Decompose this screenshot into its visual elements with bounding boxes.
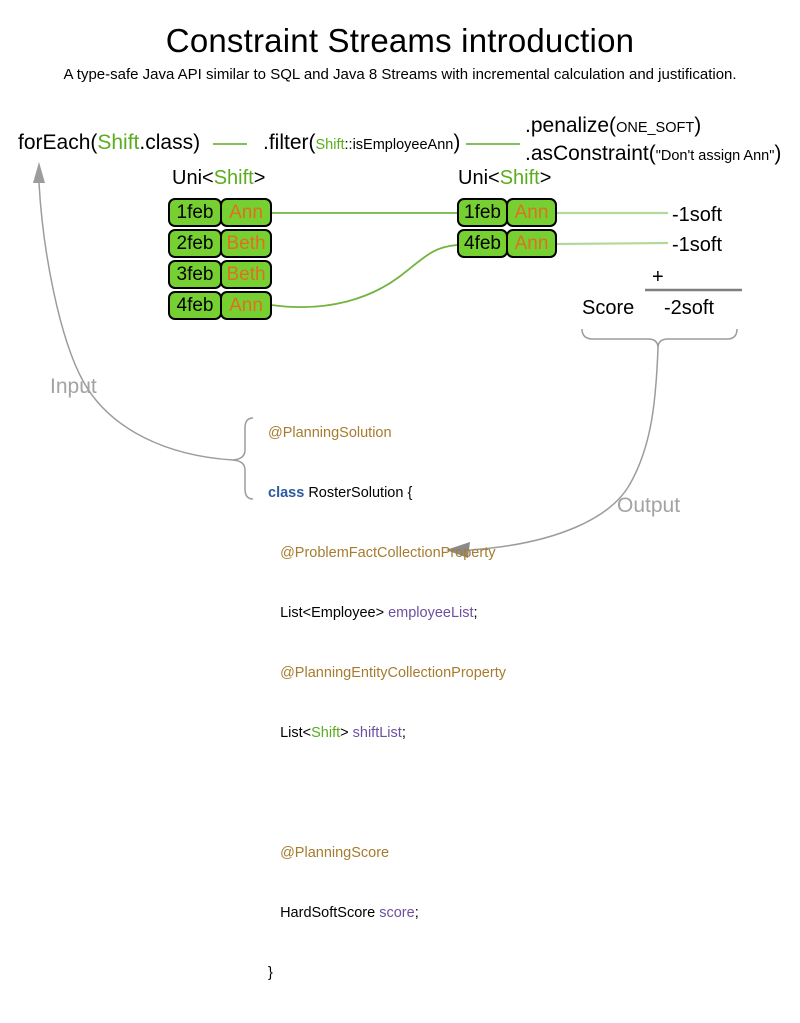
output-arrowhead-icon	[446, 542, 470, 558]
code-line: }	[268, 963, 506, 983]
right-table-row-2: 4feb Ann	[457, 229, 557, 258]
right-header-type: Shift	[499, 167, 540, 189]
name-cell: Ann	[220, 198, 272, 227]
employee-list-type: List<Employee>	[268, 605, 389, 621]
date-cell: 4feb	[168, 291, 222, 320]
code-line: @PlanningScore	[268, 843, 506, 863]
left-table-row-1: 1feb Ann	[168, 198, 272, 227]
class-name: RosterSolution {	[304, 485, 413, 501]
penalty-value-1: -1soft	[672, 204, 723, 226]
code-line: @ProblemFactCollectionProperty	[268, 543, 506, 563]
penalty-line-2	[556, 241, 669, 246]
input-arrowhead-icon	[33, 162, 45, 183]
filter-post: )	[453, 131, 461, 154]
diagram-graphics	[33, 143, 742, 558]
name-cell: Ann	[220, 291, 272, 320]
employee-list-field: employeeList	[388, 605, 474, 621]
left-table-header: Uni<Shift>	[172, 167, 265, 190]
annotation-planning-entity: @PlanningEntityCollectionProperty	[268, 665, 506, 681]
left-table-row-3: 3feb Beth	[168, 260, 272, 289]
foreach-type: Shift	[97, 131, 140, 154]
output-label: Output	[617, 494, 681, 517]
penalize-pre: .penalize(	[525, 114, 617, 137]
right-header-pre: Uni<	[458, 167, 500, 189]
left-header-post: >	[253, 167, 266, 189]
shift-list-type-pre: List<	[268, 725, 312, 741]
flow-filter: .filter(Shift::isEmployeeAnn)	[263, 131, 460, 155]
annotation-planning-score: @PlanningScore	[268, 845, 390, 861]
flow-foreach: forEach(Shift.class)	[18, 131, 200, 155]
asconstraint-post: )	[774, 142, 782, 165]
row-connector-4feb	[270, 244, 458, 308]
input-arrow-curve	[38, 182, 234, 461]
asconstraint-arg: "Don't assign Ann"	[655, 148, 775, 164]
code-line-blank	[268, 783, 506, 803]
page-title: Constraint Streams introduction	[165, 22, 635, 59]
name-cell: Ann	[506, 198, 557, 227]
date-cell: 2feb	[168, 229, 222, 258]
semicolon: ;	[401, 725, 406, 741]
filter-method: ::isEmployeeAnn	[344, 137, 454, 153]
penalty-value-2: -1soft	[672, 234, 723, 256]
date-cell: 1feb	[457, 198, 508, 227]
name-cell: Beth	[220, 260, 272, 289]
name-cell: Beth	[220, 229, 272, 258]
semicolon: ;	[473, 605, 478, 621]
score-type: HardSoftScore	[268, 905, 380, 921]
code-block: @PlanningSolution class RosterSolution {…	[268, 383, 506, 1023]
date-cell: 4feb	[457, 229, 508, 258]
left-table-row-2: 2feb Beth	[168, 229, 272, 258]
flow-penalize: .penalize(ONE_SOFT)	[525, 114, 701, 138]
right-header-post: >	[539, 167, 552, 189]
code-line: @PlanningSolution	[268, 423, 506, 443]
page-subtitle: A type-safe Java API similar to SQL and …	[63, 66, 737, 83]
penalize-post: )	[694, 114, 702, 137]
left-table-row-4: 4feb Ann	[168, 291, 272, 320]
semicolon: ;	[414, 905, 419, 921]
left-header-type: Shift	[213, 167, 254, 189]
slide: Constraint Streams introduction A type-s…	[18, 22, 781, 981]
output-arrow-curve	[469, 347, 659, 551]
date-cell: 3feb	[168, 260, 222, 289]
foreach-post: .class)	[139, 131, 201, 154]
penalize-arg: ONE_SOFT	[616, 120, 695, 136]
foreach-pre: forEach(	[18, 131, 98, 154]
code-line: class RosterSolution {	[268, 483, 506, 503]
score-field: score	[379, 905, 415, 921]
right-table-header: Uni<Shift>	[458, 167, 551, 190]
code-line: List<Employee> employeeList;	[268, 603, 506, 623]
closing-brace: }	[268, 965, 273, 981]
blank	[268, 785, 272, 801]
code-line: HardSoftScore score;	[268, 903, 506, 923]
score-total: -2soft	[664, 297, 715, 319]
score-label: Score	[582, 297, 635, 319]
left-header-pre: Uni<	[172, 167, 214, 189]
right-table-row-1: 1feb Ann	[457, 198, 557, 227]
flow-asconstraint: .asConstraint("Don't assign Ann")	[525, 142, 781, 166]
keyword-class: class	[268, 485, 305, 501]
shift-type: Shift	[311, 725, 341, 741]
name-cell: Ann	[506, 229, 557, 258]
shift-list-field: shiftList	[352, 725, 402, 741]
date-cell: 1feb	[168, 198, 222, 227]
plus-sign: +	[652, 266, 664, 288]
input-label: Input	[50, 375, 97, 398]
code-line: @PlanningEntityCollectionProperty	[268, 663, 506, 683]
code-line: List<Shift> shiftList;	[268, 723, 506, 743]
annotation-problem-fact: @ProblemFactCollectionProperty	[268, 545, 496, 561]
filter-pre: .filter(	[263, 131, 316, 154]
shift-list-type-post: >	[340, 725, 353, 741]
filter-type: Shift	[315, 137, 345, 153]
asconstraint-pre: .asConstraint(	[525, 142, 656, 165]
annotation-planning-solution: @PlanningSolution	[268, 425, 392, 441]
